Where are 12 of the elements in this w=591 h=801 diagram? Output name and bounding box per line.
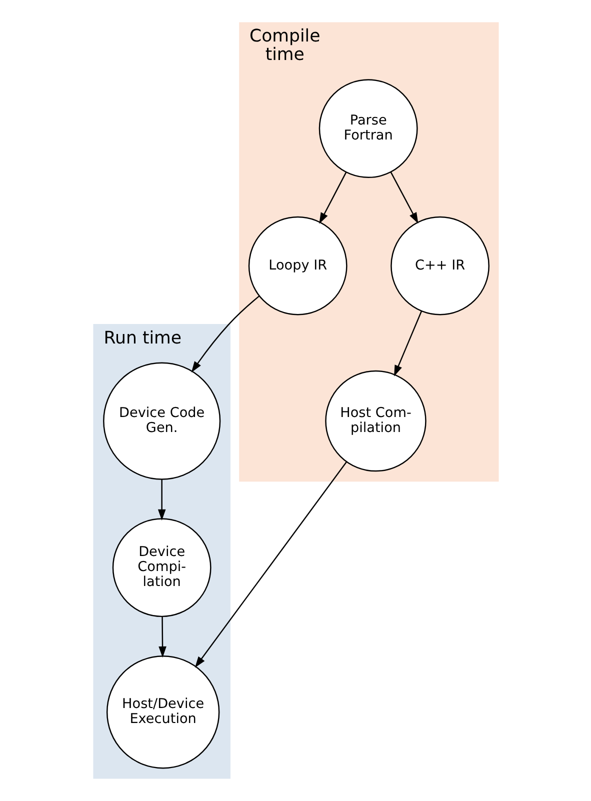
arrow xyxy=(394,311,422,376)
arrow xyxy=(190,296,260,372)
node-circle: Host Com- pilation xyxy=(324,370,426,472)
arrow xyxy=(318,172,346,224)
node-circle: Parse Fortran xyxy=(318,79,418,178)
node-circle: Loopy IR xyxy=(248,216,347,316)
arrow xyxy=(194,461,347,668)
arrow xyxy=(390,172,418,224)
node-circle: C++ IR xyxy=(390,216,489,316)
node-circle: Device Compi- lation xyxy=(112,518,211,618)
arrow xyxy=(157,479,166,521)
arrow xyxy=(158,616,166,658)
